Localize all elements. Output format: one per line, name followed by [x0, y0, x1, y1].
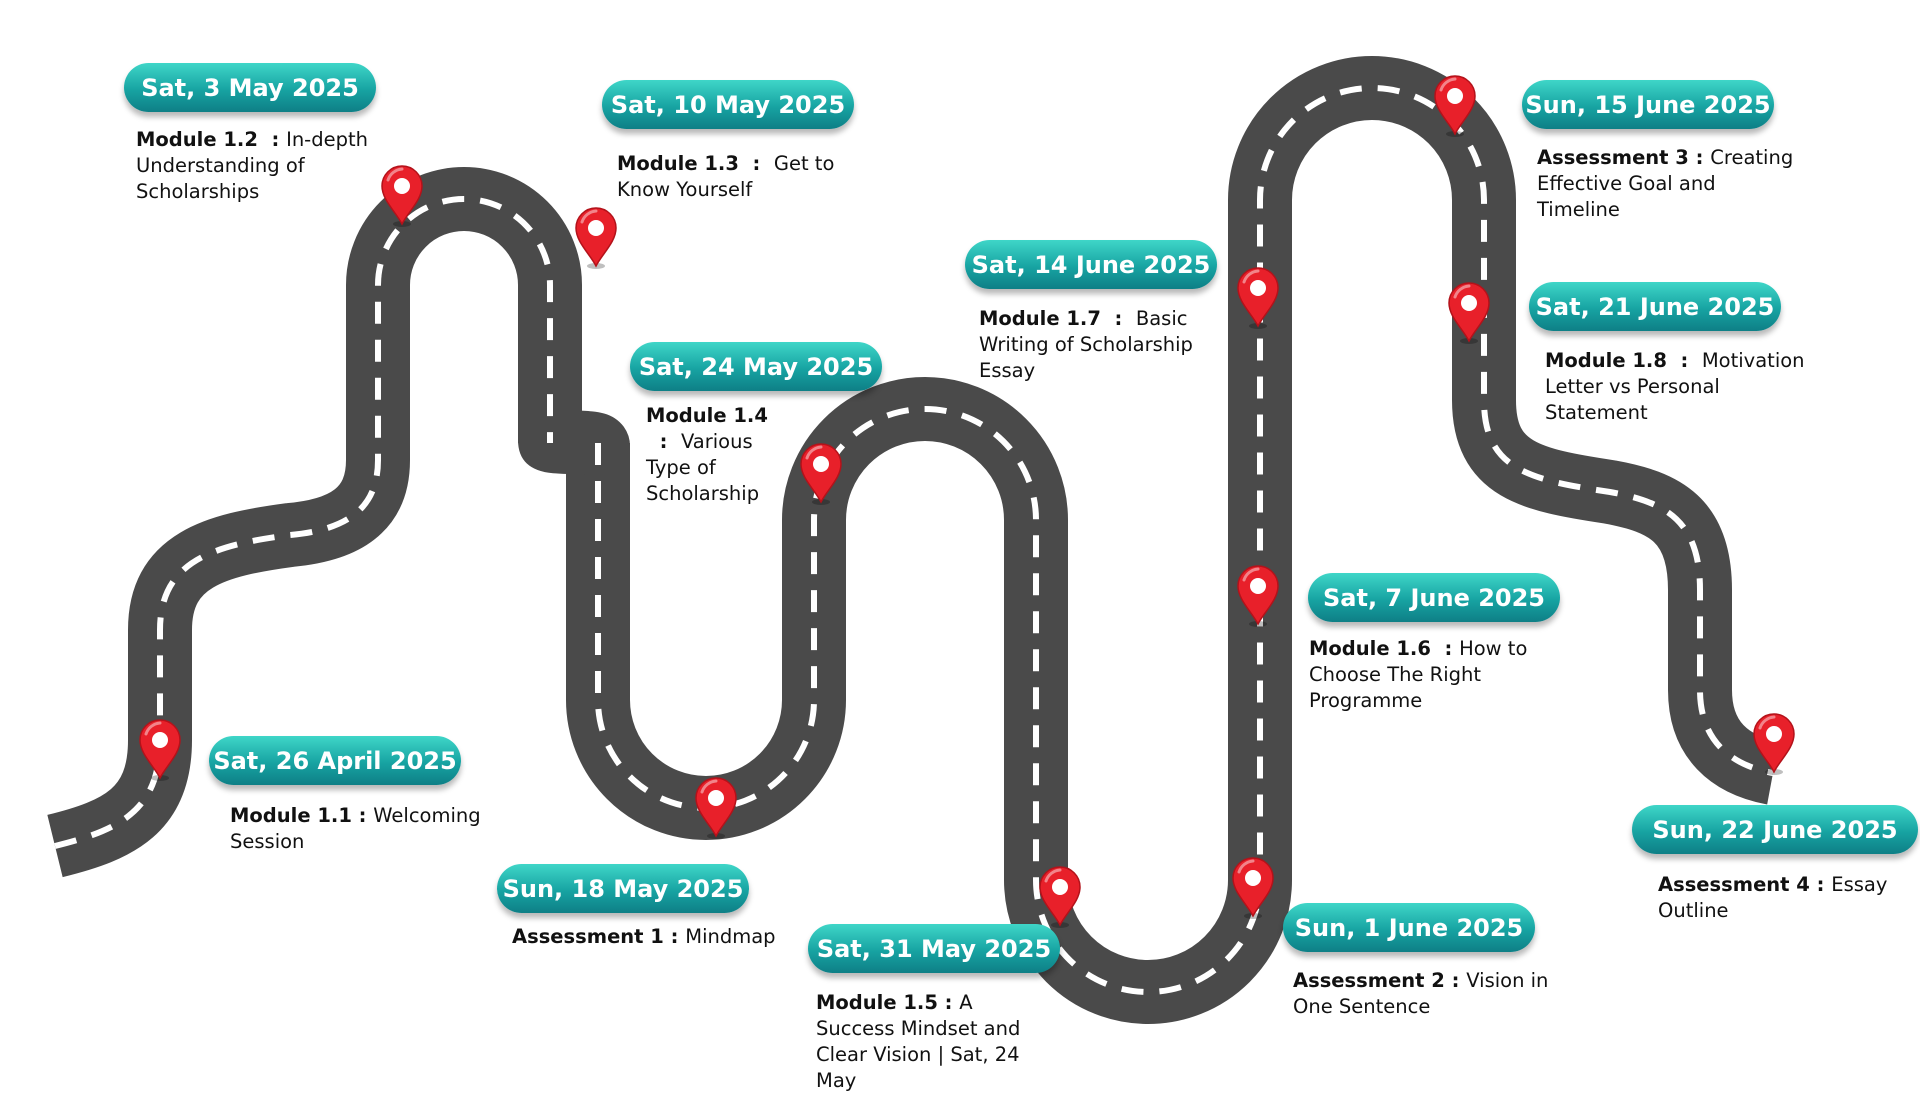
module-code: Module 1.5 [816, 991, 938, 1014]
module-title: A Success Mindset and Clear Vision | Sat… [816, 991, 1021, 1092]
map-pin-icon [1448, 282, 1490, 344]
date-badge: Sun, 1 June 2025 [1283, 903, 1535, 952]
separator: : [257, 128, 287, 151]
map-pin-icon [695, 777, 737, 839]
module-title: How to Choose The Right Programme [1309, 637, 1528, 712]
module-title: Welcoming Session [230, 804, 481, 853]
module-code: Assessment 1 [512, 925, 664, 948]
date-badge: Sun, 22 June 2025 [1632, 805, 1918, 854]
module-code: Assessment 2 [1293, 969, 1445, 992]
module-code: Module 1.3 [617, 152, 739, 175]
milestone-description: Assessment 2 : Vision in One Sentence [1293, 968, 1553, 1020]
date-badge: Sat, 7 June 2025 [1308, 573, 1560, 622]
module-code: Module 1.1 [230, 804, 352, 827]
milestone-description: Module 1.5 : A Success Mindset and Clear… [816, 990, 1056, 1094]
separator: : [351, 804, 374, 827]
module-title: Various Type of Scholarship [646, 430, 760, 505]
map-pin-icon [1237, 267, 1279, 329]
date-badge: Sat, 10 May 2025 [602, 80, 854, 129]
separator: : [1444, 969, 1467, 992]
module-code: Module 1.2 [136, 128, 258, 151]
module-code: Module 1.8 [1545, 349, 1667, 372]
separator: : [1688, 146, 1711, 169]
date-badge: Sat, 14 June 2025 [965, 240, 1217, 289]
map-pin-icon [1753, 713, 1795, 775]
road-surface-segment [566, 56, 1780, 1024]
map-pin-icon [1232, 857, 1274, 919]
milestone-description: Module 1.1 : Welcoming Session [230, 803, 560, 855]
date-badge: Sun, 18 May 2025 [497, 864, 749, 913]
date-badge: Sat, 21 June 2025 [1529, 282, 1781, 331]
map-pin-icon [800, 443, 842, 505]
separator: : [1809, 873, 1832, 896]
module-title: Motivation Letter vs Personal Statement [1545, 349, 1805, 424]
map-pin-icon [1039, 866, 1081, 928]
module-code: Assessment 4 [1658, 873, 1810, 896]
milestone-description: Module 1.6 : How to Choose The Right Pro… [1309, 636, 1599, 714]
map-pin-icon [1434, 75, 1476, 137]
separator: : [646, 430, 681, 453]
separator: : [1666, 349, 1702, 372]
module-title: Creating Effective Goal and Timeline [1537, 146, 1794, 221]
module-code: Module 1.6 [1309, 637, 1431, 660]
map-pin-icon [1237, 565, 1279, 627]
date-badge: Sun, 15 June 2025 [1522, 80, 1774, 129]
milestone-description: Assessment 4 : Essay Outline [1658, 872, 1898, 924]
module-title: In-depth Understanding of Scholarships [136, 128, 368, 203]
date-badge: Sat, 31 May 2025 [808, 924, 1060, 973]
map-pin-icon [381, 165, 423, 227]
milestone-description: Module 1.8 : Motivation Letter vs Person… [1545, 348, 1805, 426]
module-title: Mindmap [685, 925, 776, 948]
milestone-description: Module 1.4 : Various Type of Scholarship [646, 403, 796, 507]
map-pin-icon [139, 719, 181, 781]
module-title: Basic Writing of Scholarship Essay [979, 307, 1193, 382]
separator: : [663, 925, 686, 948]
module-title: Essay Outline [1658, 873, 1888, 922]
date-badge: Sat, 24 May 2025 [630, 342, 882, 391]
separator: : [738, 152, 774, 175]
separator: : [1100, 307, 1136, 330]
road-surface-connector [518, 408, 630, 478]
milestone-description: Module 1.7 : Basic Writing of Scholarshi… [979, 306, 1219, 384]
module-code: Module 1.7 [979, 307, 1101, 330]
milestone-description: Assessment 1 : Mindmap [512, 924, 802, 950]
date-badge: Sat, 26 April 2025 [209, 736, 461, 785]
separator: : [937, 991, 960, 1014]
module-title: Get to Know Yourself [617, 152, 835, 201]
milestone-description: Module 1.2 : In-depth Understanding of S… [136, 127, 376, 205]
milestone-description: Assessment 3 : Creating Effective Goal a… [1537, 145, 1797, 223]
date-badge: Sat, 3 May 2025 [124, 63, 376, 112]
milestone-description: Module 1.3 : Get to Know Yourself [617, 151, 857, 203]
road-center-dashes-segment [595, 85, 1774, 995]
separator: : [1430, 637, 1460, 660]
module-code: Module 1.4 [646, 404, 768, 427]
map-pin-icon [575, 207, 617, 269]
module-title: Vision in One Sentence [1293, 969, 1549, 1018]
module-code: Assessment 3 [1537, 146, 1689, 169]
